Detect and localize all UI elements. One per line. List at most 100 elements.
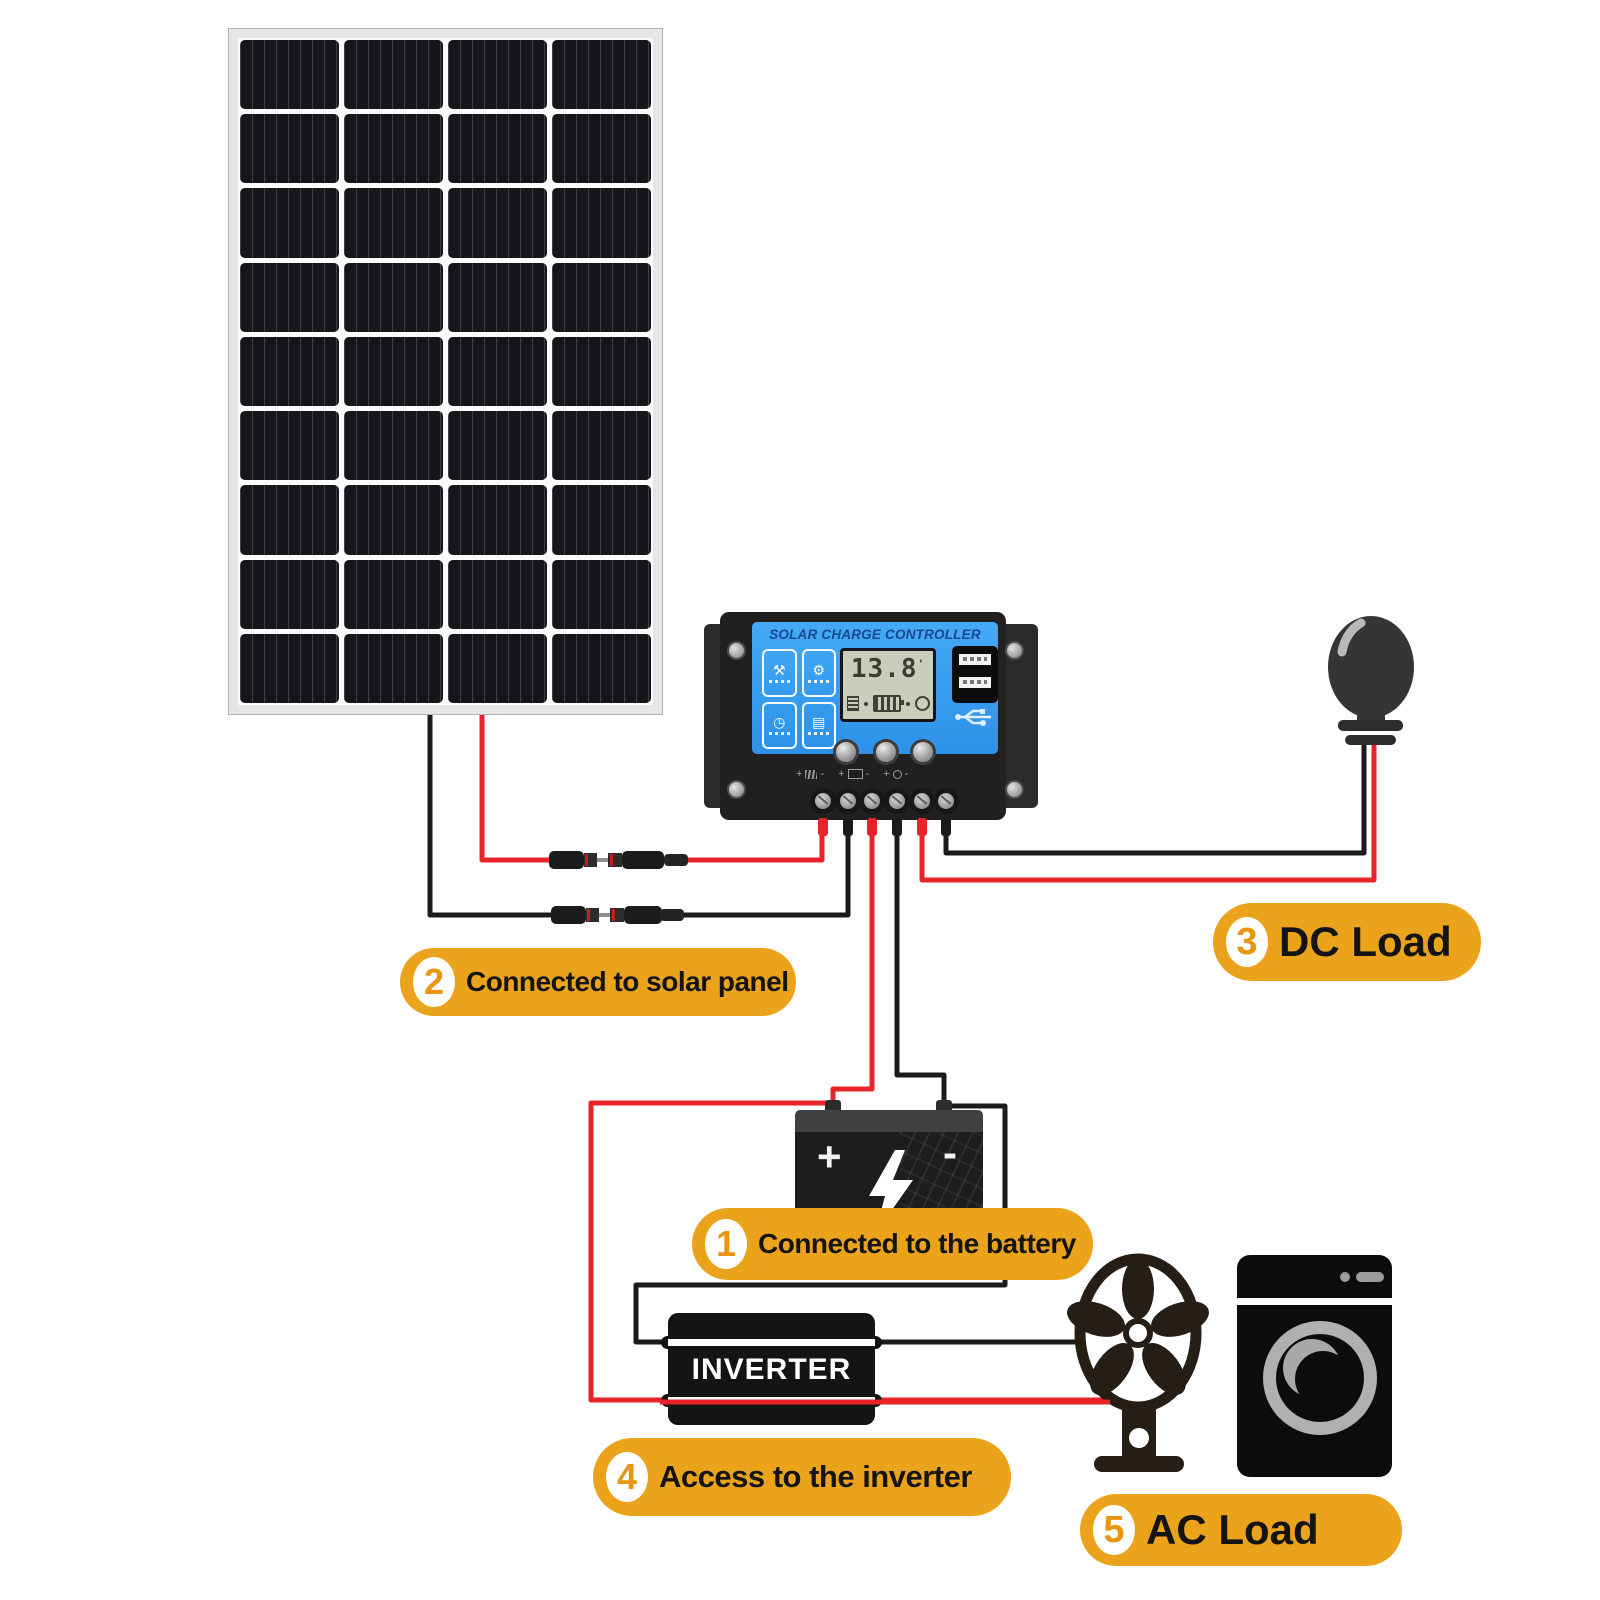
solar-cell <box>240 485 339 555</box>
solar-cell <box>344 336 443 407</box>
timer-clock-icon: ◷ <box>762 701 797 749</box>
wire-stub-load-negative <box>941 818 951 836</box>
battery-type-icon: ▤ <box>801 701 836 749</box>
solar-cell <box>344 633 443 703</box>
wire-stub-load-positive <box>917 818 927 836</box>
label-step-1: 1 Connected to the battery <box>692 1208 1093 1280</box>
wire-battery-negative <box>894 834 947 1104</box>
screw-icon <box>1005 780 1024 799</box>
solar-cell <box>344 411 443 481</box>
wire-stub-battery-positive <box>867 818 877 836</box>
solar-cell <box>448 411 547 481</box>
terminal-screw <box>933 788 959 814</box>
solar-cell <box>448 114 547 184</box>
inverter-label: INVERTER <box>691 1353 852 1386</box>
solar-cell <box>240 336 339 407</box>
solar-cell <box>448 633 547 703</box>
lcd-battery-icon <box>872 695 904 712</box>
solar-cell <box>552 411 651 481</box>
solar-cell <box>344 559 443 629</box>
controller-title: SOLAR CHARGE CONTROLLER <box>769 627 981 642</box>
solar-cell <box>240 114 339 184</box>
mc4-connector-pair-negative <box>551 906 684 924</box>
usb-port-icon <box>959 654 991 665</box>
step-number-badge: 1 <box>705 1219 747 1269</box>
washer-knob-icon <box>1340 1272 1350 1282</box>
settings-gear-icon: ⚙ <box>801 649 836 697</box>
solar-terminal-marking: +- <box>796 768 825 780</box>
pv-mode-icon: ⚒ <box>762 649 797 697</box>
wire-dc-load-negative <box>943 742 1367 856</box>
solar-cell <box>240 188 339 258</box>
solar-cell <box>552 114 651 184</box>
step-number-badge: 4 <box>606 1452 648 1502</box>
screw-icon <box>727 780 746 799</box>
solar-cell <box>240 411 339 481</box>
lcd-display: 13.8' <box>840 648 936 722</box>
step-number-badge: 3 <box>1226 917 1268 967</box>
solar-cell <box>448 336 547 407</box>
wire-dc-load-positive <box>919 742 1377 883</box>
step-label-text: AC Load <box>1146 1506 1319 1553</box>
solar-cell <box>552 262 651 332</box>
label-step-2: 2 Connected to solar panel <box>400 948 796 1016</box>
step-label-text: Connected to the battery <box>758 1228 1076 1259</box>
terminal-screw <box>909 788 935 814</box>
washer-door-icon <box>1263 1321 1377 1435</box>
solar-cell <box>240 40 339 110</box>
label-step-5: 5 AC Load <box>1080 1494 1402 1566</box>
mc4-connector-pair-positive <box>549 851 688 869</box>
solar-cell <box>552 559 651 629</box>
solar-cell <box>240 262 339 332</box>
label-step-3: 3 DC Load <box>1213 903 1481 981</box>
solar-cell <box>448 485 547 555</box>
solar-cell <box>552 485 651 555</box>
wire-solar-negative-to-controller <box>683 834 851 918</box>
solar-cell <box>552 336 651 407</box>
washer-separator <box>1237 1298 1392 1305</box>
solar-cell <box>552 40 651 110</box>
label-step-4: 4 Access to the inverter <box>593 1438 1011 1516</box>
panel-mini-icon <box>805 769 818 779</box>
charge-controller: SOLAR CHARGE CONTROLLER ⚒ ⚙ ◷ ▤ 13.8' <box>700 610 1040 840</box>
wire-solar-positive-to-controller <box>688 834 825 863</box>
battery-mini-icon <box>847 769 863 779</box>
light-bulb-icon <box>1328 616 1414 745</box>
solar-cell <box>344 262 443 332</box>
bulb-mini-icon <box>892 769 902 779</box>
solar-panel <box>228 28 663 715</box>
lightning-icon <box>869 1150 913 1234</box>
usb-ports <box>952 646 998 703</box>
controller-button <box>833 739 859 765</box>
step-number-badge: 2 <box>413 957 455 1007</box>
solar-cell <box>344 40 443 110</box>
battery-terminal-marking: +- <box>838 768 870 780</box>
lcd-panel-icon <box>846 696 859 711</box>
washer-display-icon <box>1356 1272 1384 1282</box>
terminal-markings: +- +- +- <box>796 768 966 780</box>
wire-battery-positive <box>830 834 875 1110</box>
lcd-voltage-value: 13.8' <box>850 654 926 684</box>
solar-cell <box>344 114 443 184</box>
solar-cell <box>552 188 651 258</box>
wire-stub-battery-negative <box>892 818 902 836</box>
terminal-screw <box>810 788 836 814</box>
solar-cell <box>240 559 339 629</box>
solar-cell <box>240 633 339 703</box>
solar-cell <box>448 40 547 110</box>
solar-cell <box>448 262 547 332</box>
terminal-screw <box>884 788 910 814</box>
step-number-badge: 5 <box>1093 1505 1135 1555</box>
battery-cap <box>795 1110 983 1132</box>
wire-stub-solar-negative <box>843 818 853 836</box>
step-label-text: Connected to solar panel <box>466 966 789 997</box>
load-terminal-marking: +- <box>883 768 909 780</box>
solar-cell <box>552 633 651 703</box>
solar-cell <box>448 559 547 629</box>
battery-plus-label: + <box>817 1133 842 1180</box>
lcd-load-icon <box>914 696 930 711</box>
screw-icon <box>727 641 746 660</box>
controller-face: SOLAR CHARGE CONTROLLER ⚒ ⚙ ◷ ▤ 13.8' <box>752 622 998 765</box>
wire-solar-negative <box>427 714 552 918</box>
